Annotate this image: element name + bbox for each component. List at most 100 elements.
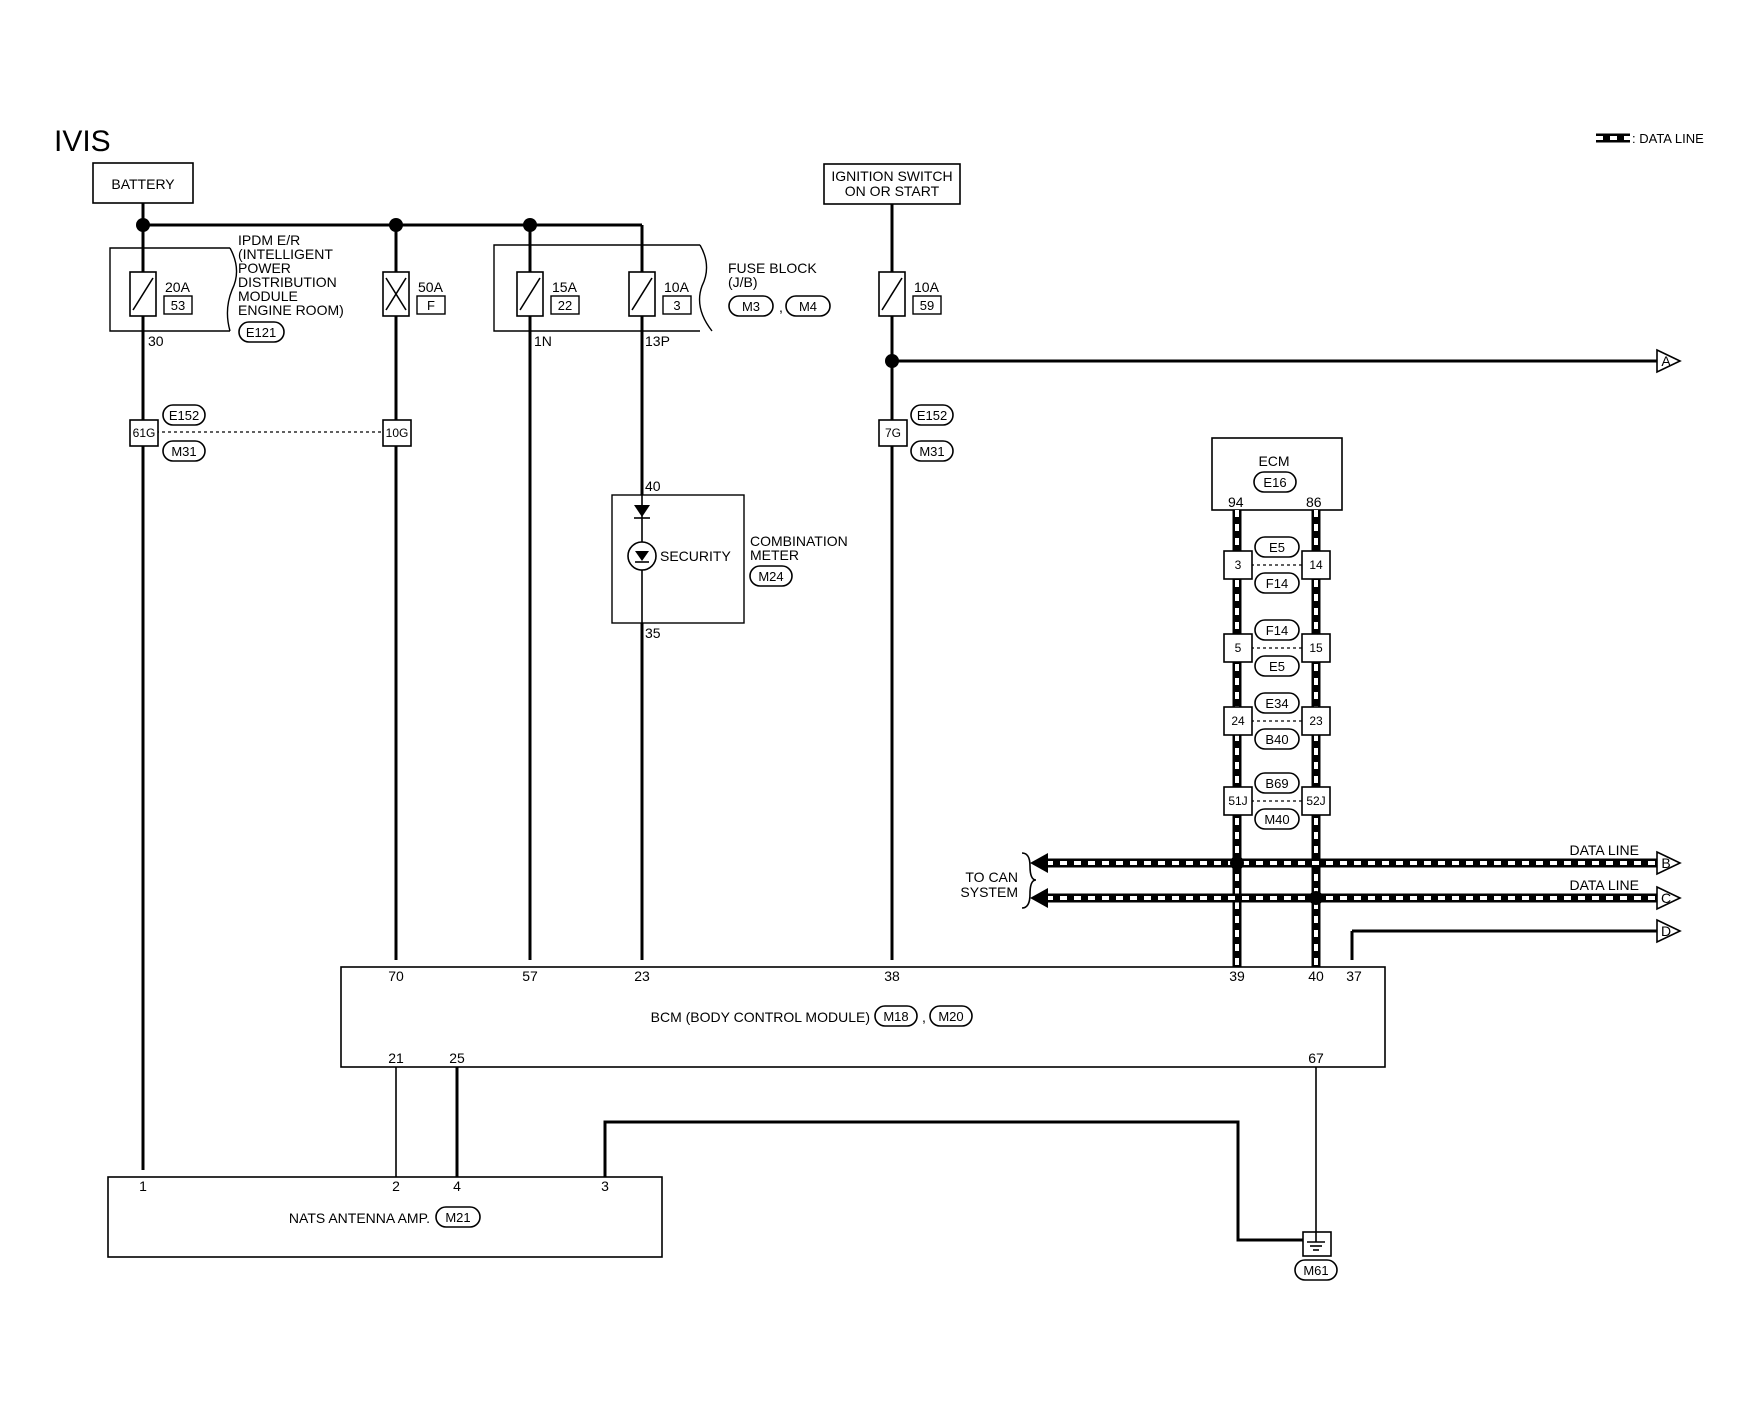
connector-badge [910, 404, 954, 426]
fuse-number: F [427, 298, 435, 313]
connector-badge [1253, 471, 1297, 493]
ignition-switch-box [823, 163, 961, 205]
joint-connector-pin [878, 419, 908, 447]
connector-badge [435, 1206, 481, 1228]
svg-text:C: C [1661, 890, 1671, 906]
fuse-number: 59 [920, 298, 934, 313]
pin-label: 38 [884, 968, 900, 984]
svg-text:F14: F14 [1266, 623, 1288, 638]
pin-label: 35 [645, 625, 661, 641]
svg-text:E152: E152 [917, 408, 947, 423]
pin-label: 4 [453, 1178, 461, 1194]
fuse-block-label-2: (J/B) [728, 274, 758, 290]
svg-text:B40: B40 [1265, 732, 1288, 747]
diode-icon [634, 505, 650, 517]
ground-icon [1302, 1231, 1332, 1257]
bcm-box [340, 966, 1386, 1068]
ecm-label: ECM [1258, 453, 1289, 469]
connector-badge [929, 1005, 973, 1027]
svg-text:B: B [1661, 855, 1670, 871]
fuse-rating: 15A [552, 279, 578, 295]
arrow-c-connector [1656, 885, 1682, 911]
data-line-label: DATA LINE [1569, 842, 1639, 858]
pin-label: 86 [1306, 494, 1322, 510]
brace [1021, 852, 1037, 909]
joint-connector-pin [382, 419, 412, 447]
joint-connector-pin [129, 419, 159, 447]
junction-dot [1309, 891, 1323, 905]
arrow-d-connector [1656, 918, 1682, 944]
battery-label: BATTERY [111, 176, 175, 192]
bcm-label: BCM (BODY CONTROL MODULE) [651, 1009, 870, 1025]
svg-text:MODULE: MODULE [238, 288, 298, 304]
fuse-number: 22 [558, 298, 572, 313]
svg-text:E16: E16 [1263, 475, 1286, 490]
connector-badge [238, 321, 285, 343]
svg-text:51J: 51J [1228, 794, 1247, 808]
pin-label: 25 [449, 1050, 465, 1066]
fuse-rating: 20A [165, 279, 191, 295]
svg-text:B69: B69 [1265, 776, 1288, 791]
svg-text:,: , [922, 1009, 926, 1025]
pin-label: 23 [634, 968, 650, 984]
connector-badge [910, 440, 954, 462]
fuse-block-label: FUSE BLOCK [728, 260, 817, 276]
svg-text:10G: 10G [386, 426, 409, 440]
pin-label: 37 [1346, 968, 1362, 984]
svg-text:15: 15 [1309, 641, 1323, 655]
junction-dot [1230, 856, 1244, 870]
pin-label: 70 [388, 968, 404, 984]
pin-label: 2 [392, 1178, 400, 1194]
can-label: TO CAN [965, 869, 1018, 885]
svg-text:M21: M21 [445, 1210, 470, 1225]
pin-label: 40 [1308, 968, 1324, 984]
battery-box [92, 162, 194, 204]
pin-label: 3 [601, 1178, 609, 1194]
can-label-2: SYSTEM [960, 884, 1018, 900]
svg-text:M31: M31 [171, 444, 196, 459]
svg-text:D: D [1661, 923, 1671, 939]
page-title: IVIS [54, 125, 111, 158]
ipdm-label: IPDM E/R (INTELLIGENT POWER DISTRIBUTION… [238, 232, 344, 318]
pin-label: 1 [139, 1178, 147, 1194]
fuse-rating: 50A [418, 279, 444, 295]
ecm-joint-4: 51J 52J B69 M40 [1223, 772, 1331, 830]
pin-label: 40 [645, 478, 661, 494]
svg-text:61G: 61G [133, 426, 156, 440]
connector-badge [728, 295, 774, 317]
svg-text:ENGINE ROOM): ENGINE ROOM) [238, 302, 344, 318]
arrow-b-connector [1656, 850, 1682, 876]
data-line-label: DATA LINE [1569, 877, 1639, 893]
security-lamp-label: SECURITY [660, 548, 731, 564]
svg-text:52J: 52J [1306, 794, 1325, 808]
svg-text:M4: M4 [799, 299, 817, 314]
svg-text:F14: F14 [1266, 576, 1288, 591]
fuse-rating: 10A [664, 279, 690, 295]
pin-label: 57 [522, 968, 538, 984]
pin-label: 21 [388, 1050, 404, 1066]
ecm-joint-3: 24 23 E34 B40 [1223, 692, 1331, 750]
connector-badge [785, 295, 831, 317]
arrow-left-icon [1030, 853, 1048, 873]
combination-meter-label-2: METER [750, 547, 799, 563]
connector-badge [874, 1005, 918, 1027]
svg-text:M40: M40 [1264, 812, 1289, 827]
svg-text:3: 3 [1235, 558, 1242, 572]
nats-label: NATS ANTENNA AMP. [289, 1210, 430, 1226]
legend: : DATA LINE [1596, 131, 1704, 146]
svg-text:M3: M3 [742, 299, 760, 314]
terminal-label: 30 [148, 333, 164, 349]
legend-label: : DATA LINE [1632, 131, 1704, 146]
svg-text:M18: M18 [883, 1009, 908, 1024]
nats-antenna-amp-box [107, 1176, 663, 1258]
svg-text:M20: M20 [938, 1009, 963, 1024]
svg-text:E5: E5 [1269, 659, 1285, 674]
ipdm-box [109, 247, 230, 332]
fuse-number: 3 [673, 298, 680, 313]
connector-badge [162, 440, 206, 462]
svg-text:E152: E152 [169, 408, 199, 423]
arrow-a-connector [1656, 348, 1682, 374]
svg-text:23: 23 [1309, 714, 1323, 728]
fuse-rating: 10A [914, 279, 940, 295]
